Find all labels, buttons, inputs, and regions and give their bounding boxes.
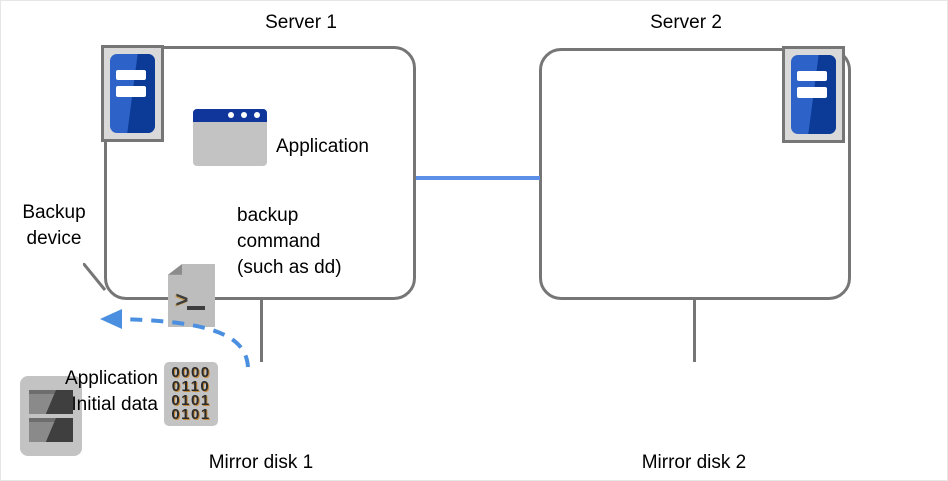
script-fold-corner bbox=[168, 264, 183, 275]
server-unit-icon-2-body bbox=[791, 55, 836, 134]
prompt-chevron-icon: > bbox=[175, 287, 189, 313]
binary-row: 0101 bbox=[171, 392, 211, 409]
server1-backup-notch bbox=[81, 262, 107, 293]
initial-data-label-line1: Application bbox=[65, 368, 158, 389]
server1-title: Server 1 bbox=[265, 12, 337, 33]
application-window-icon bbox=[193, 109, 267, 166]
backup-cartridge-icon bbox=[28, 417, 74, 443]
server1-disk1-connector bbox=[260, 300, 263, 362]
application-label: Application bbox=[276, 136, 369, 157]
backup-device-label-line1: Backup bbox=[22, 202, 86, 223]
server-led-bar bbox=[116, 69, 146, 81]
server-led-bar bbox=[797, 70, 827, 82]
server-led-bar bbox=[797, 87, 827, 98]
window-dot-icon bbox=[241, 112, 247, 119]
server2-disk2-connector bbox=[693, 300, 696, 362]
window-dot-icon bbox=[228, 112, 234, 119]
tape-backup-icon bbox=[20, 376, 82, 456]
server2-box[interactable] bbox=[539, 48, 851, 300]
server-unit-icon-1 bbox=[101, 45, 164, 142]
backup-cartridge-icon bbox=[28, 389, 74, 415]
server1-box[interactable] bbox=[104, 46, 416, 300]
mirror-disk-2-label: Mirror disk 2 bbox=[641, 452, 747, 473]
prompt-cursor-icon bbox=[186, 305, 205, 310]
backup-command-label-line2: command bbox=[237, 231, 321, 252]
initial-data-label-line2: Initial data bbox=[71, 394, 158, 415]
binary-row: 0110 bbox=[171, 378, 211, 395]
script-document-icon: > bbox=[168, 264, 215, 327]
interconnect-line bbox=[416, 176, 540, 180]
binary-data-icon: 0000 0110 0101 0101 bbox=[164, 362, 218, 426]
backup-command-label-line3: (such as dd) bbox=[237, 257, 342, 278]
mirror-disk-1-label: Mirror disk 1 bbox=[208, 452, 314, 473]
backup-dataflow-arrow bbox=[96, 301, 276, 371]
server-unit-icon-1-body bbox=[110, 54, 155, 133]
binary-row: 0000 bbox=[171, 364, 211, 381]
backup-device-label-line2: device bbox=[26, 228, 82, 249]
binary-row: 0101 bbox=[171, 406, 211, 423]
backup-command-label-line1: backup bbox=[237, 205, 299, 226]
server2-title: Server 2 bbox=[650, 12, 722, 33]
window-dot-icon bbox=[254, 112, 260, 119]
application-titlebar bbox=[193, 109, 267, 122]
server-led-bar bbox=[116, 86, 146, 97]
server-unit-icon-2 bbox=[782, 46, 845, 143]
